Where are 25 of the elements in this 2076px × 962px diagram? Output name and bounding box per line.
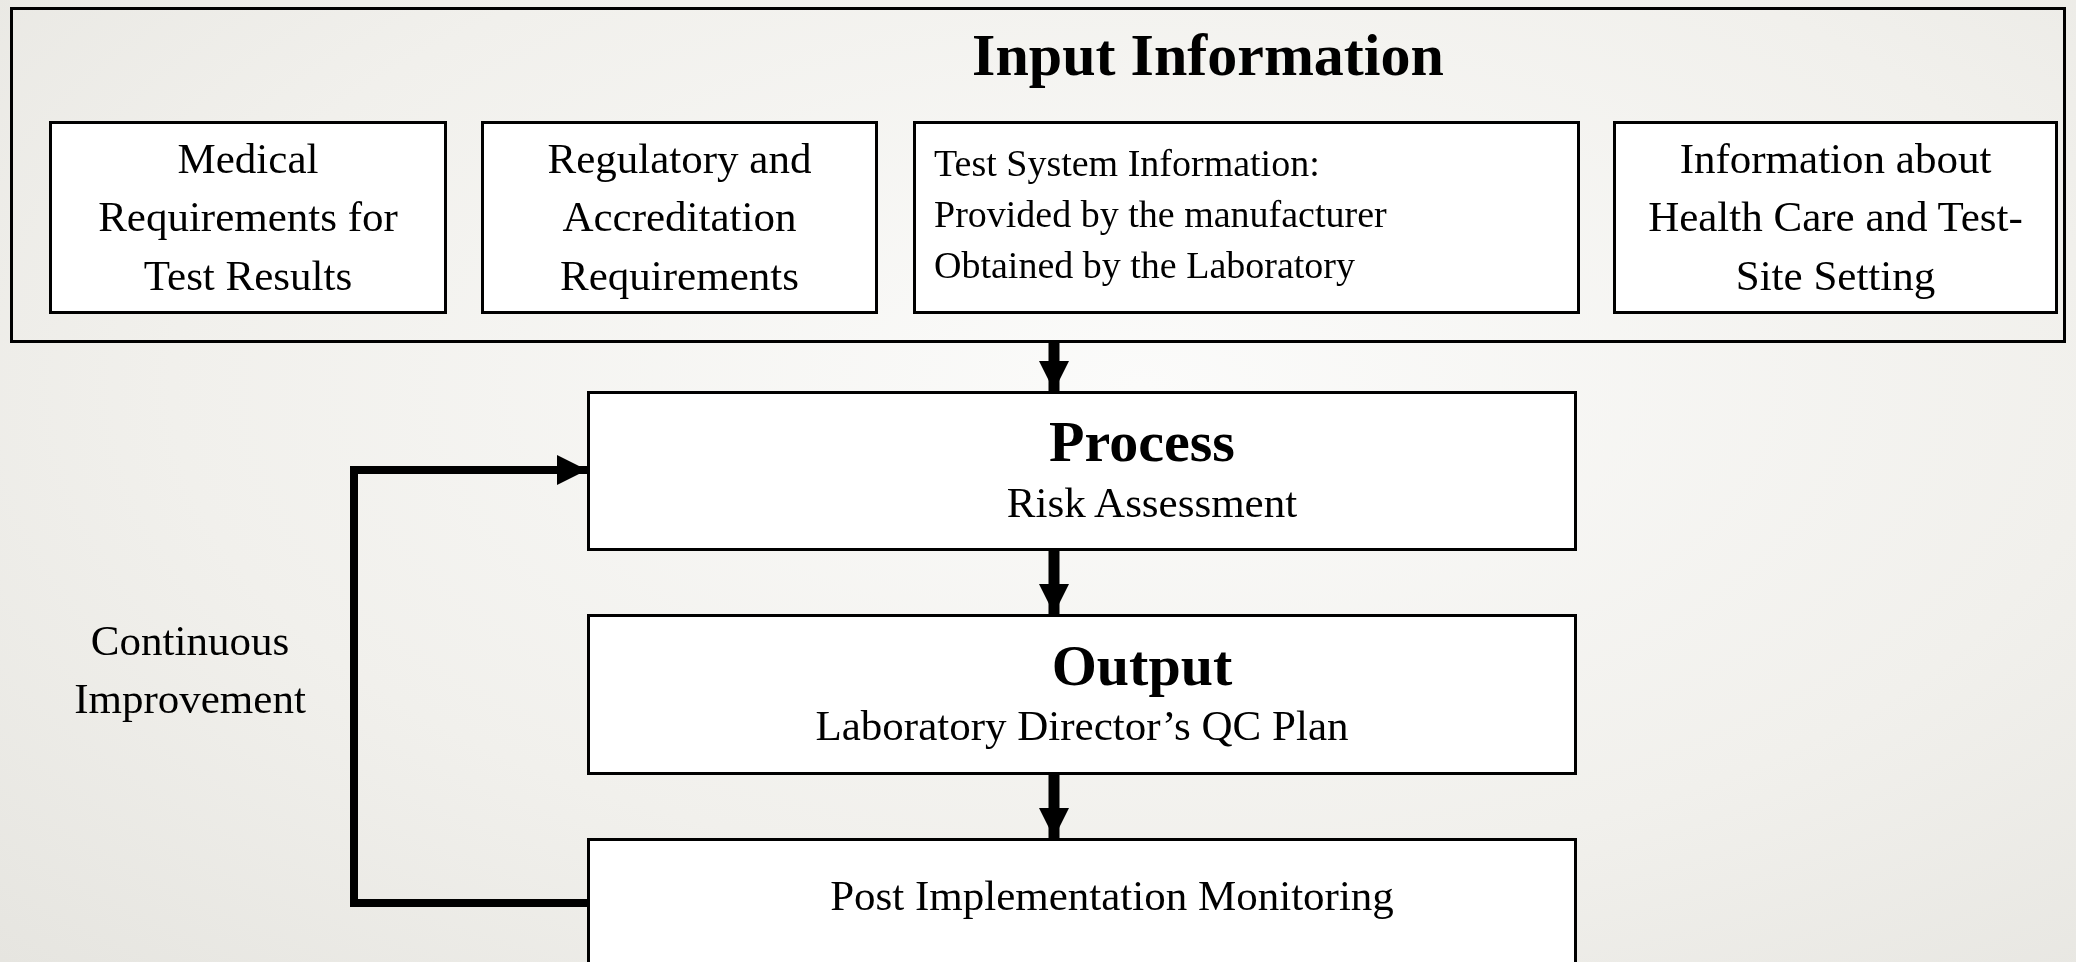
box-heading: Output bbox=[1051, 633, 1233, 698]
edge-label: Continuous Improvement bbox=[73, 616, 307, 725]
process-box bbox=[587, 838, 1577, 962]
list-line: Provided by the manufacturer bbox=[934, 191, 1387, 237]
process-box bbox=[913, 121, 1580, 314]
box-text: Regulatory and Accreditation Requirements bbox=[546, 134, 813, 301]
box-text: Medical Requirements for Test Results bbox=[97, 134, 399, 301]
process-box bbox=[587, 614, 1577, 775]
box-text: Post Implementation Monitoring bbox=[830, 871, 1394, 921]
process-box bbox=[49, 121, 447, 314]
process-box bbox=[1613, 121, 2058, 314]
process-box bbox=[587, 391, 1577, 551]
box-heading: Input Information bbox=[972, 22, 1444, 88]
arrow bbox=[350, 455, 587, 907]
box-heading: Process bbox=[1049, 410, 1235, 474]
arrow bbox=[1039, 775, 1069, 838]
box-text: Risk Assessment bbox=[1006, 477, 1298, 528]
box-text: Information about Health Care and Test-Site Setting bbox=[1647, 134, 2024, 301]
group-box bbox=[10, 7, 2066, 343]
list-line: Obtained by the Laboratory bbox=[934, 242, 1356, 288]
arrow bbox=[1039, 551, 1069, 614]
list-line: Test System Information: bbox=[934, 141, 1320, 186]
box-text: Laboratory Director’s QC Plan bbox=[815, 701, 1349, 752]
arrow bbox=[1039, 343, 1069, 391]
process-box bbox=[481, 121, 878, 314]
